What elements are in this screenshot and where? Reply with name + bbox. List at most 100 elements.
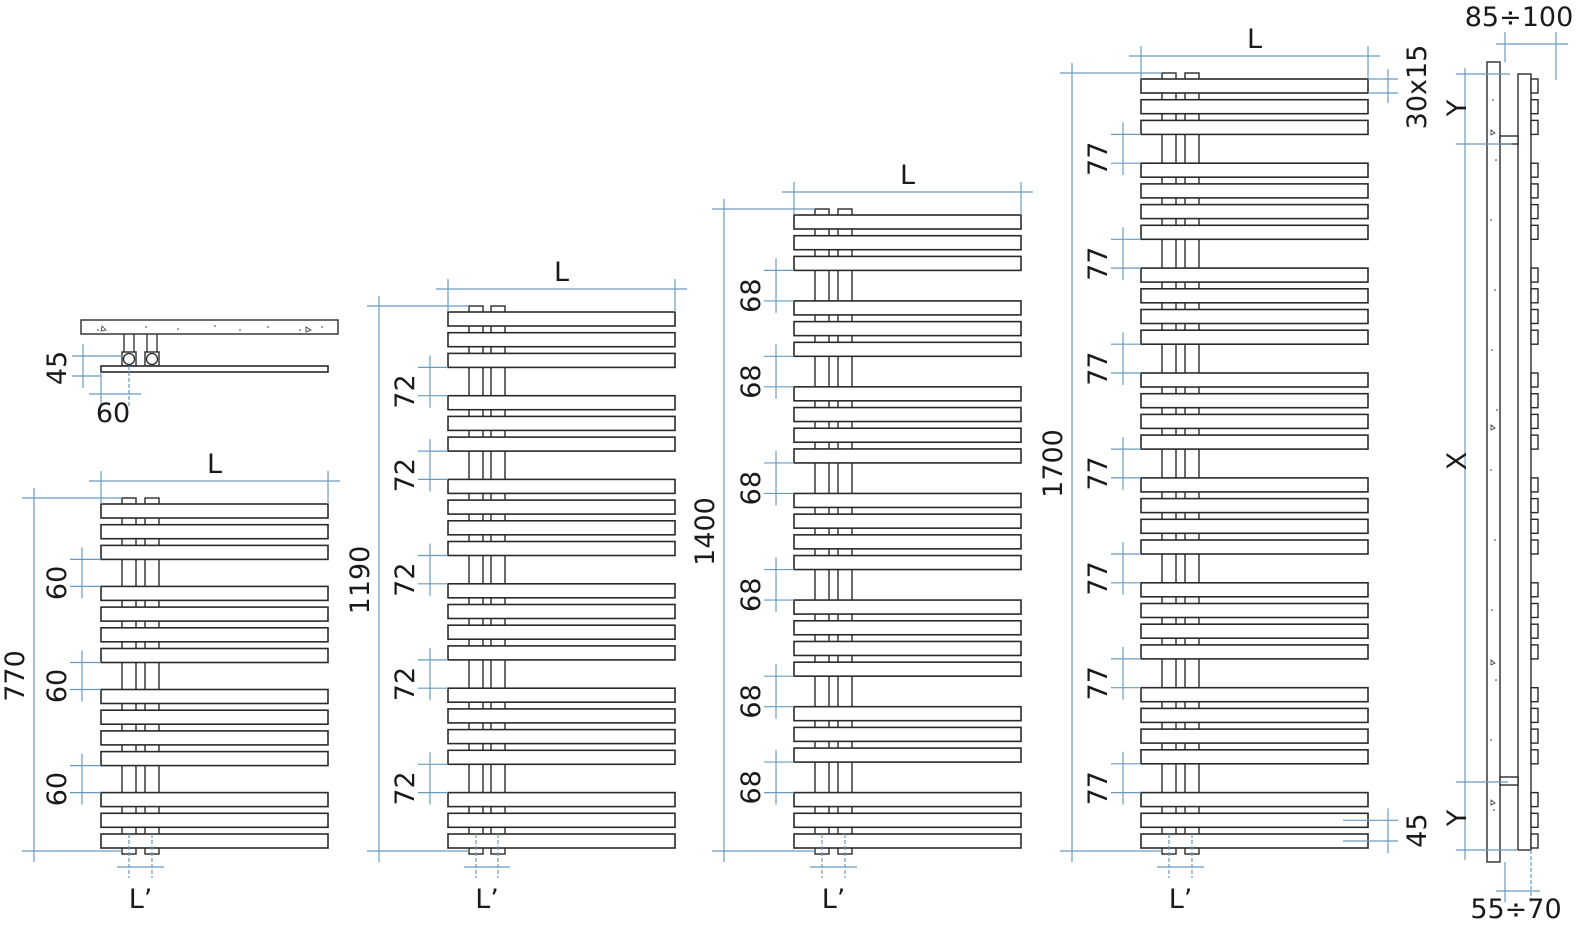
side-bottom-label: 55÷70 — [1470, 894, 1561, 925]
radiator-bar — [1140, 497, 1369, 514]
collector-pipe — [468, 305, 484, 855]
side-bar-profile — [1530, 497, 1539, 514]
radiator-bar-plan — [100, 365, 329, 373]
gap-label: 77 — [1083, 456, 1114, 490]
radiator-bar — [793, 747, 1022, 763]
gap-label: 60 — [42, 566, 73, 600]
side-bar-profile — [1530, 393, 1539, 409]
radiator-bar — [793, 214, 1022, 230]
side-bar-profile — [1530, 162, 1539, 178]
radiator-bar — [793, 705, 1022, 722]
radiator-bar — [793, 726, 1022, 743]
wall-section — [80, 319, 339, 335]
radiator-models: 606060770LL’72727272721190LL’68686868686… — [0, 24, 1433, 915]
side-collector — [1517, 73, 1532, 851]
radiator-bar — [447, 791, 676, 808]
radiator-bar — [793, 492, 1022, 509]
radiator-bar — [1140, 224, 1369, 241]
radiator-bar — [1140, 308, 1369, 325]
radiator-bar — [100, 833, 329, 849]
gap-label: 68 — [736, 770, 767, 804]
radiator-bar — [447, 331, 676, 348]
x-label: X — [1442, 452, 1473, 471]
side-bar-profile — [1530, 623, 1539, 639]
gap-label: 77 — [1083, 771, 1114, 805]
radiator-bar — [793, 640, 1022, 657]
gap-label: 68 — [736, 684, 767, 718]
radiator-bar — [1140, 392, 1369, 409]
side-bar-profile — [1530, 791, 1539, 808]
gap-label: 77 — [1083, 666, 1114, 700]
collector-pipe — [490, 305, 506, 855]
side-wall — [1486, 61, 1501, 863]
radiator-bar — [793, 341, 1022, 358]
radiator-bar — [1140, 203, 1369, 220]
radiator-bar — [1140, 686, 1369, 703]
radiator-bar — [1140, 581, 1369, 598]
radiator-bar — [447, 394, 676, 411]
radiator-bar — [793, 619, 1022, 636]
side-bar-profile — [1530, 434, 1539, 450]
radiator-bar — [447, 352, 676, 369]
radiator-bar — [447, 540, 676, 557]
radiator-bar — [447, 833, 676, 849]
radiator-bar — [1140, 707, 1369, 724]
radiator-bar — [793, 661, 1022, 677]
height-label: 1700 — [1038, 429, 1069, 498]
side-wall-texture — [1490, 99, 1498, 811]
gap-label: 60 — [42, 669, 73, 703]
radiator-bar — [793, 554, 1022, 571]
radiator-bar — [100, 750, 329, 767]
radiator-bar — [100, 709, 329, 726]
radiator-bar — [100, 585, 329, 602]
radiator-bar — [100, 544, 329, 561]
side-bar-profile — [1530, 833, 1539, 849]
radiator-bar — [100, 606, 329, 622]
side-bar-profile — [1530, 812, 1539, 828]
radiator-bar — [100, 812, 329, 829]
wall-texture — [97, 325, 323, 333]
radiator-bar — [100, 523, 329, 540]
radiator-bar — [447, 812, 676, 829]
radiator-bar — [1140, 833, 1369, 849]
radiator-bar — [447, 415, 676, 432]
height-label: 1400 — [690, 497, 721, 566]
side-bar-profiles — [1530, 78, 1539, 849]
radiator-bar — [1140, 162, 1369, 178]
radiator-bar — [1140, 477, 1369, 493]
bottom-bracket — [1499, 776, 1519, 786]
radiator-bar — [447, 603, 676, 620]
height-label: 1190 — [345, 546, 376, 615]
side-bar-profile — [1530, 372, 1539, 388]
radiator-bar — [447, 749, 676, 766]
radiator-bar — [793, 300, 1022, 316]
gap-label: 68 — [736, 578, 767, 612]
radiator-bar — [1140, 98, 1369, 115]
radiator-bar — [1140, 812, 1369, 829]
side-bar-profile — [1530, 288, 1539, 304]
radiator-bar — [793, 534, 1022, 550]
radiator-bar — [793, 812, 1022, 829]
side-bar-profile — [1530, 308, 1539, 325]
gap-label: 68 — [736, 278, 767, 312]
side-bar-profile — [1530, 224, 1539, 241]
radiator-bar — [1140, 78, 1369, 94]
radiator-bar — [793, 448, 1022, 464]
radiator-bar — [1140, 539, 1369, 555]
width-label: L — [554, 257, 569, 288]
pipe-spacing-label: L’ — [129, 884, 153, 915]
radiator-bar — [100, 626, 329, 643]
width-label: L — [900, 160, 915, 191]
radiator-bar — [447, 728, 676, 745]
radiator-bar — [1140, 644, 1369, 660]
radiator-bar — [447, 478, 676, 495]
depth-label: 45 — [42, 351, 73, 385]
radiator-bar — [1140, 119, 1369, 136]
radiator-bar — [793, 386, 1022, 402]
side-bar-profile — [1530, 477, 1539, 493]
radiator-bar — [1140, 372, 1369, 388]
side-bar-profile — [1530, 707, 1539, 724]
y-label-top: Y — [1442, 99, 1473, 117]
radiator-bar — [1140, 602, 1369, 619]
radiator-bar — [1140, 728, 1369, 744]
